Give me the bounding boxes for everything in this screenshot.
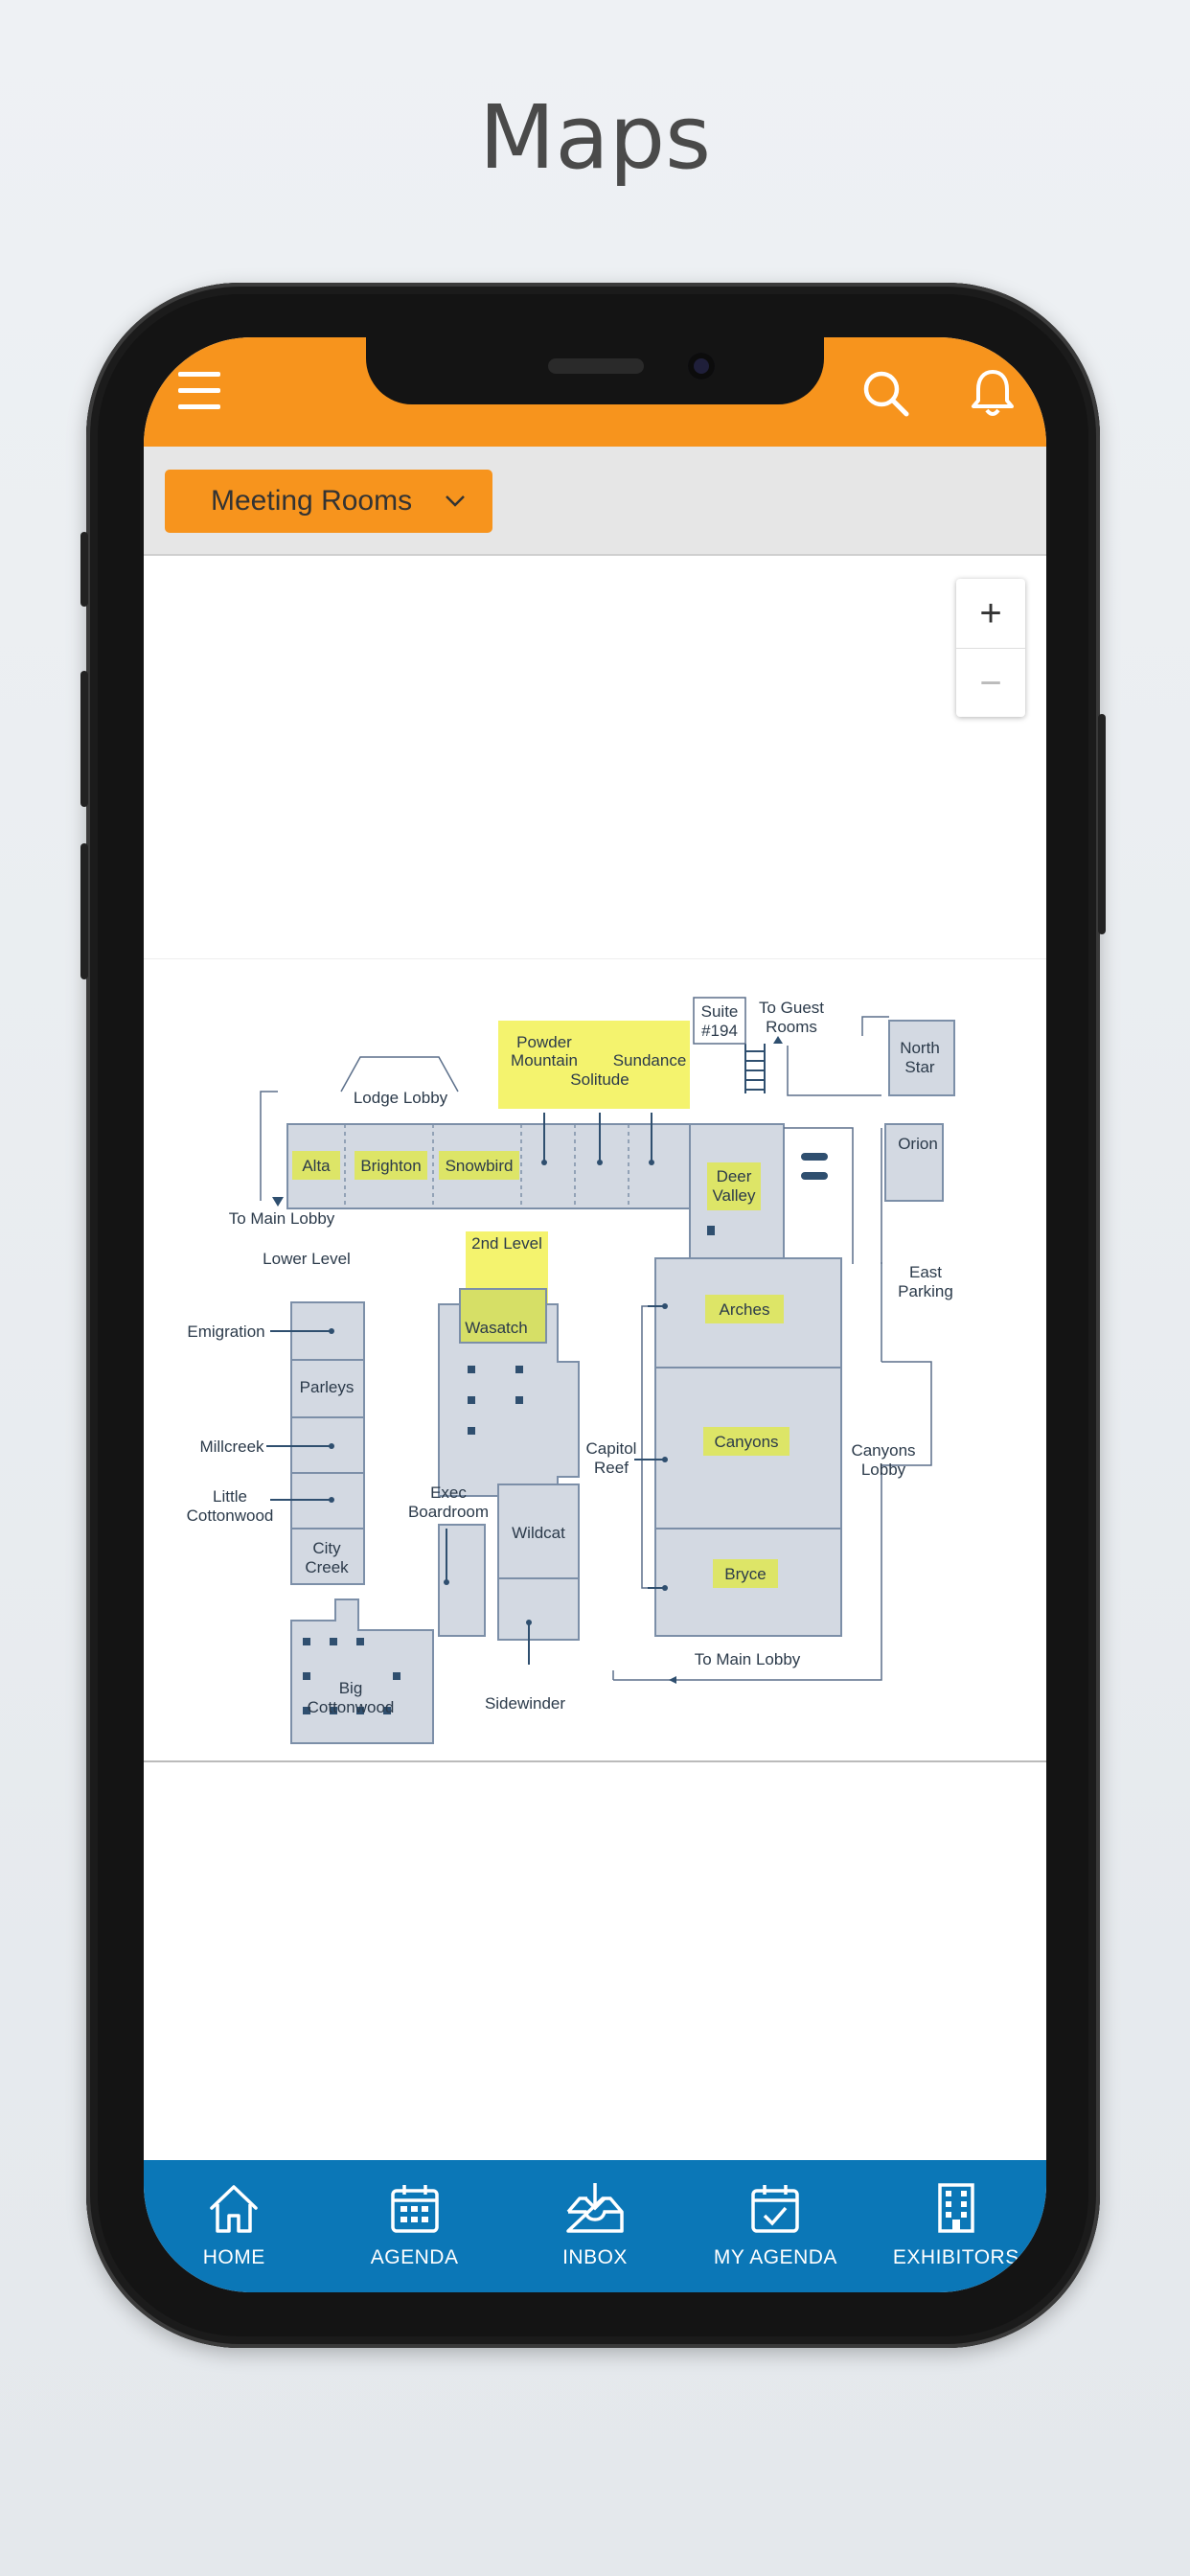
nav-exhibitors-label: EXHIBITORS	[892, 2246, 1019, 2268]
label-sidewinder: Sidewinder	[485, 1694, 565, 1713]
room-sidewinder	[497, 1577, 580, 1641]
nav-agenda[interactable]: AGENDA	[324, 2160, 504, 2292]
label-canyons-lobby-2: Lobby	[861, 1460, 906, 1479]
label-powder-1: Powder	[516, 1033, 572, 1051]
dropdown-label: Meeting Rooms	[211, 485, 413, 517]
label-to-main-lobby-2: To Main Lobby	[695, 1650, 801, 1668]
label-big-1: Big	[339, 1679, 363, 1697]
label-little-1: Little	[213, 1487, 247, 1506]
label-sundance: Sundance	[613, 1051, 687, 1070]
label-to-main-lobby: To Main Lobby	[229, 1209, 335, 1228]
label-big-2: Cottonwood	[308, 1698, 395, 1716]
label-guest-2: Rooms	[766, 1018, 817, 1036]
label-lower-level: Lower Level	[263, 1250, 351, 1268]
nav-exhibitors[interactable]: EXHIBITORS	[866, 2160, 1046, 2292]
zoom-in-button[interactable]: +	[956, 579, 1025, 649]
label-wasatch: Wasatch	[465, 1319, 528, 1337]
calendar-icon	[390, 2185, 439, 2233]
label-deer-2: Valley	[712, 1186, 756, 1205]
speaker-grille	[548, 358, 644, 374]
label-east-2: Parking	[898, 1282, 953, 1300]
label-capitol-2: Reef	[594, 1459, 629, 1477]
calendar-check-icon	[751, 2185, 800, 2233]
label-powder-2: Mountain	[511, 1051, 578, 1070]
nav-home-label: HOME	[202, 2246, 265, 2268]
front-camera	[688, 353, 715, 380]
label-alta: Alta	[302, 1157, 331, 1175]
label-north-2: Star	[904, 1058, 935, 1076]
label-city-2: Creek	[305, 1558, 349, 1576]
bottom-nav: HOME AGENDA INBOX	[144, 2160, 1046, 2292]
floor-map[interactable]: Alta Brighton Snowbird Powder Mountain S…	[144, 958, 1046, 1762]
label-second-level: 2nd Level	[471, 1234, 542, 1253]
suite-194-box	[693, 997, 746, 1045]
home-icon	[210, 2185, 258, 2233]
inbox-icon	[566, 2183, 624, 2233]
building-icon	[938, 2183, 974, 2233]
chevron-down-icon	[446, 495, 465, 507]
search-icon[interactable]	[858, 366, 912, 420]
zoom-out-button[interactable]: −	[979, 662, 1002, 704]
room-north-star	[888, 1020, 955, 1096]
label-brighton: Brighton	[360, 1157, 421, 1175]
zoom-control: + −	[956, 579, 1025, 717]
label-city-1: City	[312, 1539, 341, 1557]
room-parleys	[290, 1359, 365, 1418]
phone-power-button	[1098, 714, 1106, 934]
nav-my-agenda-label: MY AGENDA	[713, 2246, 837, 2268]
label-guest-1: To Guest	[759, 999, 824, 1017]
label-capitol-1: Capitol	[586, 1439, 637, 1458]
label-canyons: Canyons	[714, 1433, 778, 1451]
page-title: Maps	[478, 86, 712, 189]
room-orion	[884, 1123, 944, 1202]
nav-inbox[interactable]: INBOX	[505, 2160, 685, 2292]
phone-volume-down	[80, 843, 88, 979]
label-emigration: Emigration	[187, 1322, 264, 1341]
label-wildcat: Wildcat	[512, 1524, 565, 1542]
label-orion: Orion	[898, 1135, 938, 1153]
nav-my-agenda[interactable]: MY AGENDA	[685, 2160, 865, 2292]
room-wasatch	[438, 1303, 580, 1497]
phone-notch	[366, 337, 824, 404]
label-canyons-lobby-1: Canyons	[851, 1441, 915, 1460]
phone-volume-up	[80, 671, 88, 807]
label-parleys: Parleys	[300, 1378, 355, 1396]
phone-screen: Meeting Rooms + −	[144, 337, 1046, 2292]
room-wasatch-highlight	[459, 1288, 547, 1344]
label-east-1: East	[909, 1263, 942, 1281]
label-deer-1: Deer	[717, 1167, 752, 1185]
label-lodge-lobby: Lodge Lobby	[354, 1089, 448, 1107]
bell-icon[interactable]	[966, 366, 1019, 420]
label-solitude: Solitude	[570, 1070, 629, 1089]
nav-home[interactable]: HOME	[144, 2160, 324, 2292]
label-snowbird: Snowbird	[446, 1157, 514, 1175]
label-north-1: North	[900, 1039, 940, 1057]
label-exec-1: Exec	[430, 1484, 467, 1502]
label-exec-2: Boardroom	[408, 1503, 489, 1521]
nav-inbox-label: INBOX	[562, 2246, 628, 2268]
label-arches: Arches	[720, 1300, 770, 1319]
label-suite-1: Suite	[701, 1002, 739, 1021]
room-city-creek	[290, 1528, 365, 1585]
room-big-cottonwood	[290, 1598, 434, 1744]
menu-icon[interactable]	[178, 372, 220, 410]
floor-plan-svg: Alta Brighton Snowbird Powder Mountain S…	[187, 997, 955, 1744]
label-suite-2: #194	[701, 1022, 738, 1040]
label-millcreek: Millcreek	[199, 1438, 264, 1456]
map-select-dropdown[interactable]: Meeting Rooms	[165, 470, 492, 533]
label-little-2: Cottonwood	[187, 1506, 274, 1525]
highlight-powder-solitude-sundance	[498, 1021, 690, 1109]
nav-agenda-label: AGENDA	[370, 2246, 459, 2268]
label-bryce: Bryce	[724, 1565, 766, 1583]
filter-bar: Meeting Rooms	[144, 447, 1046, 556]
phone-silent-switch	[80, 532, 88, 607]
